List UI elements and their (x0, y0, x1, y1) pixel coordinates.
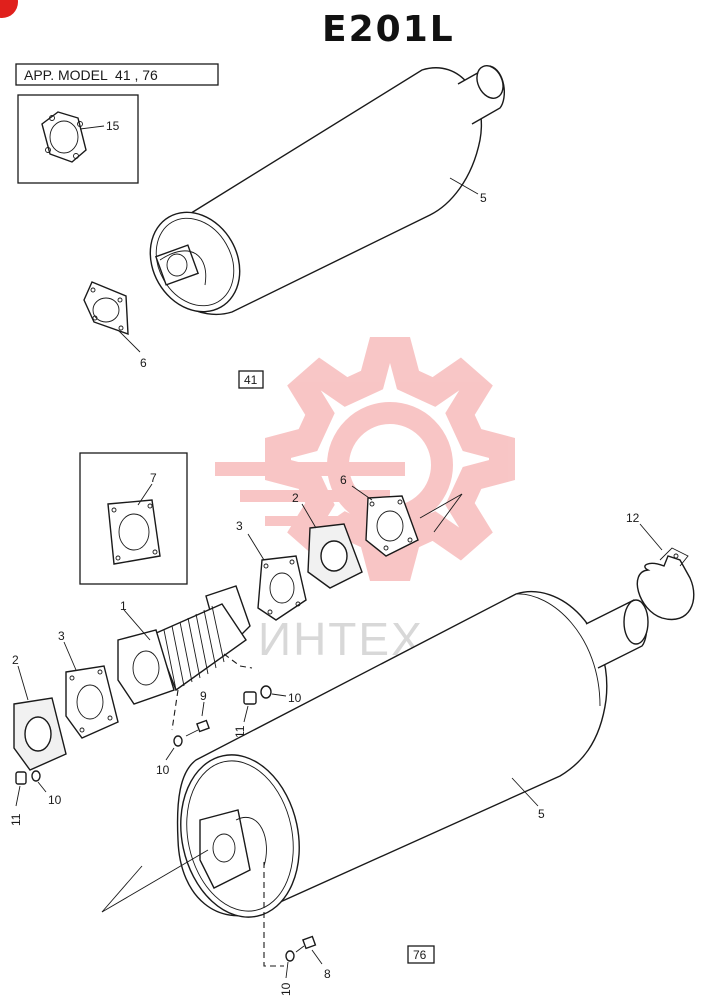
app-model-box (15, 63, 219, 86)
callout-3-upper: 3 (236, 519, 243, 533)
muffler-upper (149, 65, 506, 316)
clamp-12 (636, 547, 695, 621)
callout-5-lower: 5 (538, 807, 545, 821)
gasket-2-upper (307, 523, 363, 589)
inset-box-lower (79, 452, 188, 585)
bolt-8 (295, 935, 317, 953)
bellows-pipe (117, 585, 251, 705)
callout-10-c: 10 (48, 793, 62, 807)
callout-3-lower: 3 (58, 629, 65, 643)
bolt-9 (185, 719, 210, 737)
gasket-7 (107, 499, 161, 565)
callout-11-b: 11 (9, 813, 23, 826)
callout-8: 8 (324, 967, 331, 981)
gasket-3-upper (257, 555, 307, 621)
washer-10-a (173, 735, 183, 747)
nut-11-b (15, 771, 27, 785)
callout-10-b: 10 (288, 691, 302, 705)
model-box-41 (238, 370, 264, 389)
callout-6-upper: 6 (140, 356, 147, 370)
callout-15: 15 (106, 119, 120, 133)
gasket-6-lower (365, 495, 419, 557)
gasket-6-upper (83, 281, 129, 336)
model-label-41: 41 (244, 373, 258, 387)
watermark-logo (215, 337, 515, 581)
callout-9: 9 (200, 689, 207, 703)
callout-5-upper: 5 (480, 191, 487, 205)
callout-2-lower: 2 (12, 653, 19, 667)
callout-6-lower: 6 (340, 473, 347, 487)
callout-1: 1 (120, 599, 127, 613)
callout-2-upper: 2 (292, 491, 299, 505)
inset-box-upper (17, 94, 139, 184)
washer-10-d (285, 950, 295, 962)
app-model-label: APP. MODEL 41 , 76 (24, 67, 158, 83)
model-label-76: 76 (413, 948, 427, 962)
callout-10-a: 10 (156, 763, 170, 777)
callout-12: 12 (626, 511, 640, 525)
model-box-76 (407, 945, 435, 964)
washer-10-b (260, 685, 272, 699)
page-title: E201L (322, 9, 455, 50)
muffler-lower (176, 591, 649, 918)
washer-10-c (31, 770, 41, 782)
gasket-2-lower (13, 697, 67, 771)
gasket-3-lower (65, 665, 119, 739)
nut-11-a (243, 691, 257, 705)
corner-mark (0, 0, 18, 18)
callout-7: 7 (150, 471, 157, 485)
callout-10-d: 10 (279, 982, 293, 996)
gasket-15 (41, 111, 87, 163)
